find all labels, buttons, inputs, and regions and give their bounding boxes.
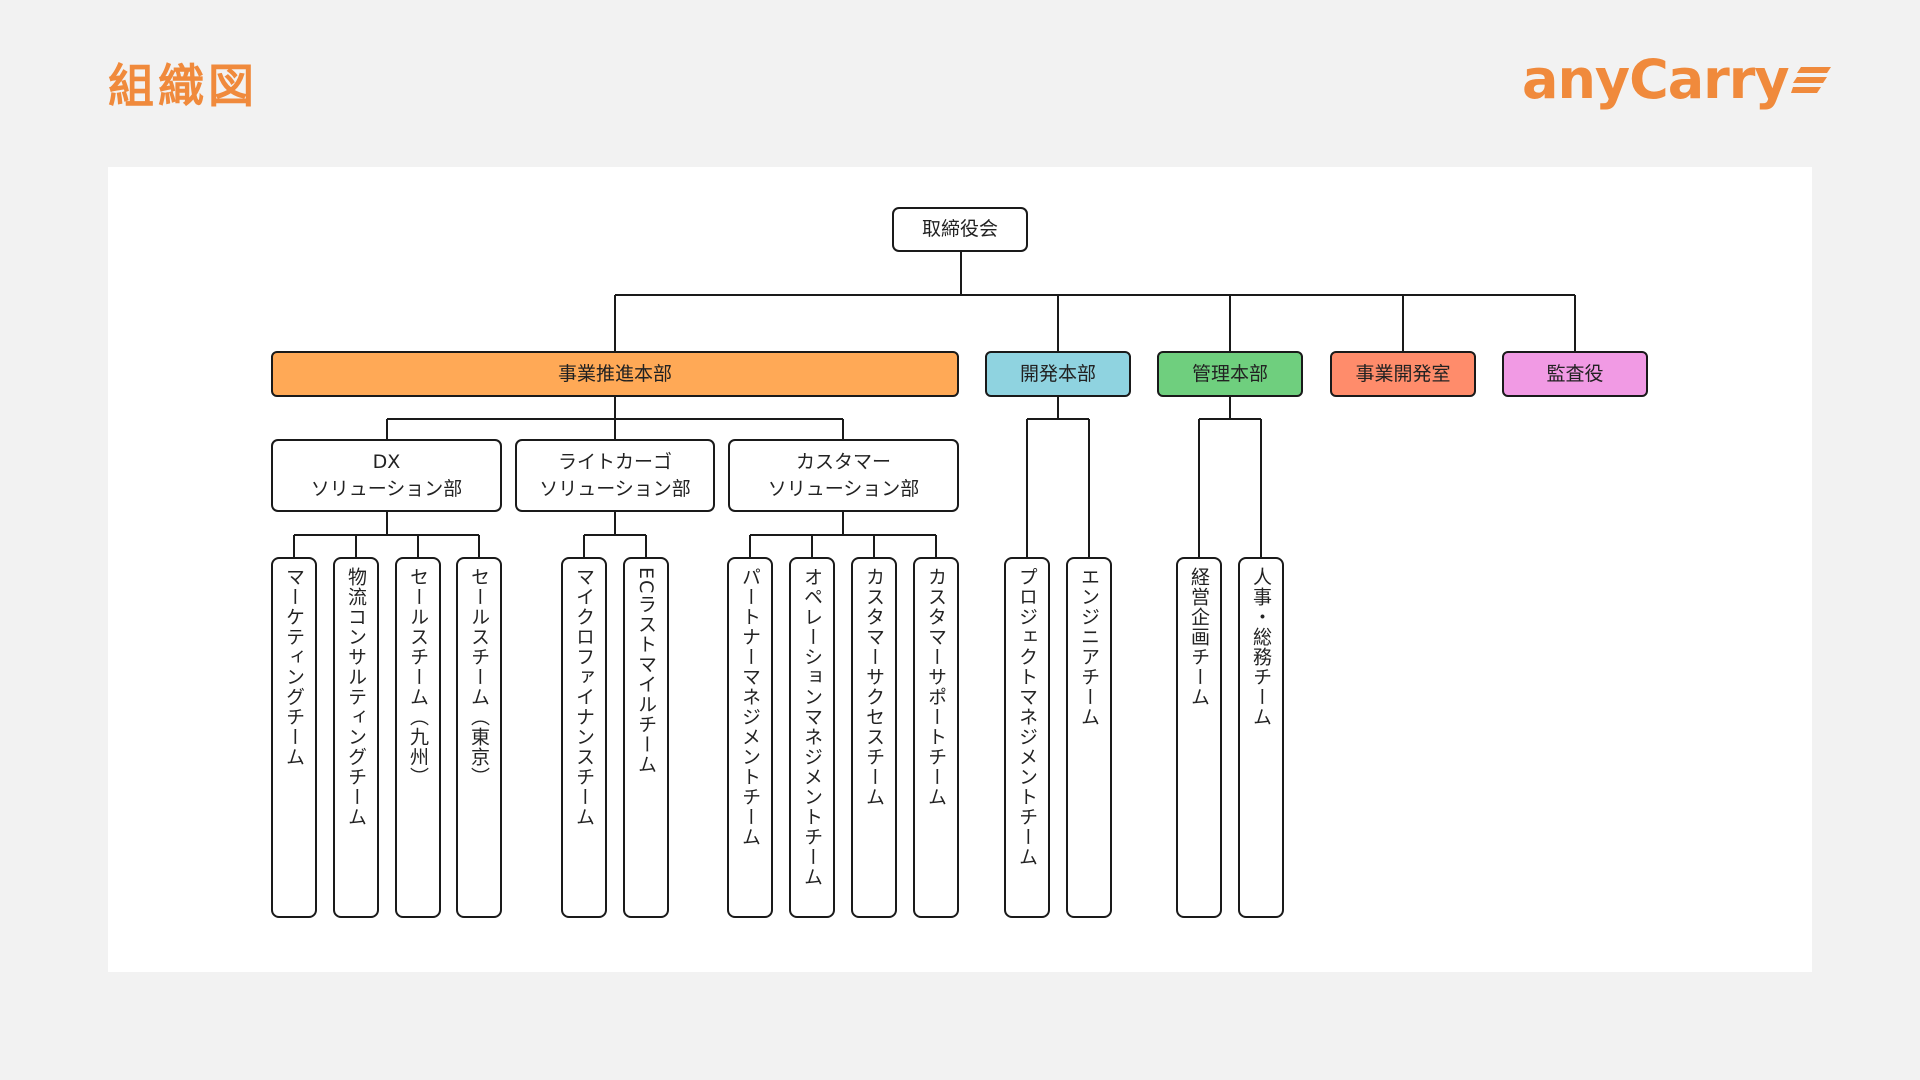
team-partner-management-label: パートナーマネジメントチーム xyxy=(739,567,761,847)
team-marketing-label: マーケティングチーム xyxy=(283,567,305,767)
team-microfinance-label: マイクロファイナンスチーム xyxy=(573,567,595,827)
team-hr-general-affairs-label: 人事・総務チーム xyxy=(1250,567,1272,727)
team-sales-tokyo: セールスチーム（東京） xyxy=(456,557,502,918)
team-customer-success-label: カスタマーサクセスチーム xyxy=(863,567,885,807)
anycarry-logo: anyCarry xyxy=(1522,44,1833,114)
team-hr-general-affairs: 人事・総務チーム xyxy=(1238,557,1284,918)
team-customer-support-label: カスタマーサポートチーム xyxy=(925,567,947,807)
team-partner-management: パートナーマネジメントチーム xyxy=(727,557,773,918)
team-operation-management-label: オペレーションマネジメントチーム xyxy=(801,567,823,887)
team-microfinance: マイクロファイナンスチーム xyxy=(561,557,607,918)
management-dept-label: 管理本部 xyxy=(1191,362,1268,385)
development-dept-node: 開発本部 xyxy=(985,351,1131,397)
team-engineer-label: エンジニアチーム xyxy=(1078,567,1100,727)
dx-solution-division-node: DX ソリューション部 xyxy=(271,439,502,512)
customer-division-line2: ソリューション部 xyxy=(767,477,920,500)
speed-lines-icon xyxy=(1790,67,1831,93)
team-project-management: プロジェクトマネジメントチーム xyxy=(1004,557,1050,918)
business-development-office-label: 事業開発室 xyxy=(1355,362,1451,385)
page-title: 組織図 xyxy=(108,59,258,113)
team-project-management-label: プロジェクトマネジメントチーム xyxy=(1016,567,1038,867)
dx-division-line1: DX xyxy=(372,450,401,473)
team-corporate-planning: 経営企画チーム xyxy=(1176,557,1222,918)
logo-text: anyCarry xyxy=(1522,47,1790,111)
team-ec-last-mile-label: ECラストマイルチーム xyxy=(635,567,657,775)
team-marketing: マーケティングチーム xyxy=(271,557,317,918)
team-ec-last-mile: ECラストマイルチーム xyxy=(623,557,669,918)
management-dept-node: 管理本部 xyxy=(1157,351,1303,397)
board-label: 取締役会 xyxy=(921,218,998,240)
light-cargo-division-line2: ソリューション部 xyxy=(539,477,691,500)
team-sales-tokyo-label: セールスチーム（東京） xyxy=(468,567,490,787)
development-dept-label: 開発本部 xyxy=(1019,362,1096,385)
dx-division-line2: ソリューション部 xyxy=(310,477,463,500)
team-sales-kyushu-label: セールスチーム（九州） xyxy=(407,567,429,787)
team-corporate-planning-label: 経営企画チーム xyxy=(1188,567,1210,707)
team-logistics-consulting-label: 物流コンサルティングチーム xyxy=(345,567,367,827)
auditor-node: 監査役 xyxy=(1502,351,1648,397)
team-sales-kyushu: セールスチーム（九州） xyxy=(395,557,441,918)
business-promotion-dept-label: 事業推進本部 xyxy=(557,362,672,385)
auditor-label: 監査役 xyxy=(1546,362,1604,385)
team-customer-success: カスタマーサクセスチーム xyxy=(851,557,897,918)
team-customer-support: カスタマーサポートチーム xyxy=(913,557,959,918)
business-development-office-node: 事業開発室 xyxy=(1330,351,1476,397)
team-engineer: エンジニアチーム xyxy=(1066,557,1112,918)
team-operation-management: オペレーションマネジメントチーム xyxy=(789,557,835,918)
customer-solution-division-node: カスタマー ソリューション部 xyxy=(728,439,959,512)
light-cargo-division-line1: ライトカーゴ xyxy=(557,450,672,473)
customer-division-line1: カスタマー xyxy=(795,450,891,473)
team-logistics-consulting: 物流コンサルティングチーム xyxy=(333,557,379,918)
light-cargo-solution-division-node: ライトカーゴ ソリューション部 xyxy=(515,439,715,512)
business-promotion-dept-node: 事業推進本部 xyxy=(271,351,959,397)
board-node: 取締役会 xyxy=(892,207,1028,252)
org-chart-panel xyxy=(108,167,1812,972)
